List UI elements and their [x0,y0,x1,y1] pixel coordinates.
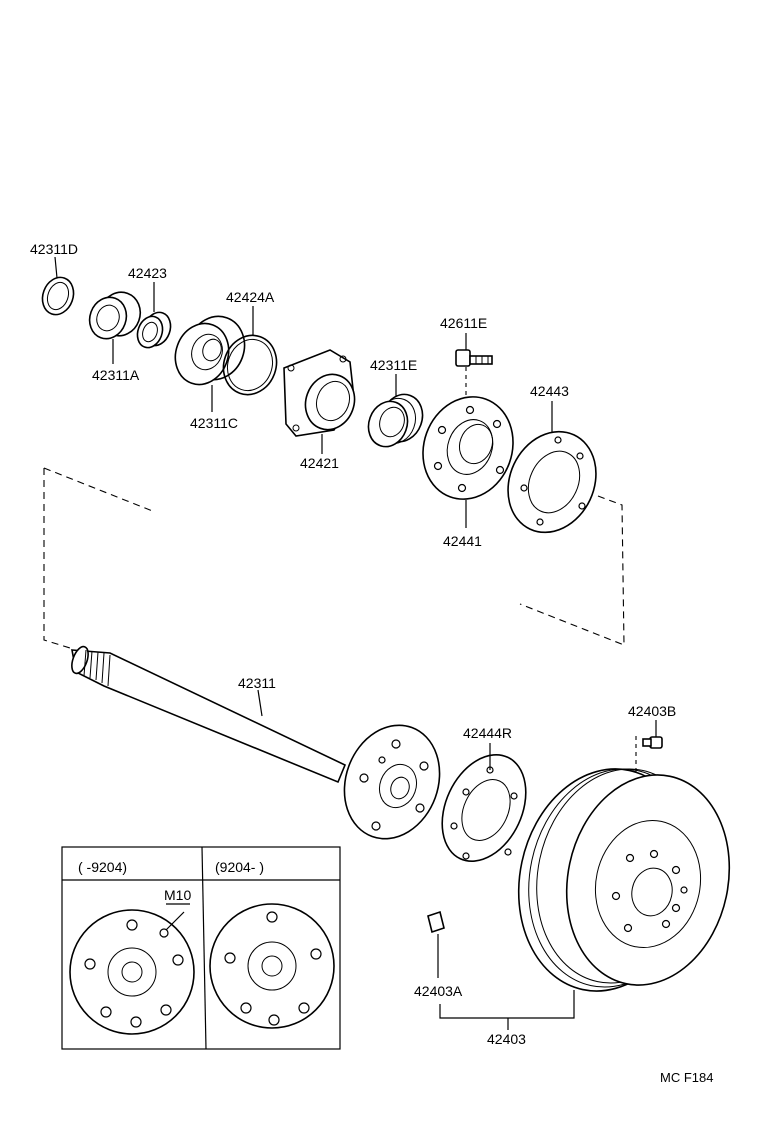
gasket-42443 [507,401,597,534]
bolt-42611E [455,333,493,398]
o-ring-42424A [222,306,278,396]
label-42441: 42441 [443,533,482,549]
brake-drum-42403 [517,768,731,992]
label-42443: 42443 [530,383,569,399]
assembly-dashed-frame [43,467,625,649]
label-42424A: 42424A [226,289,275,305]
gasket-42444R [441,743,527,863]
label-42311: 42311 [238,675,276,691]
label-42611E: 42611E [440,315,487,331]
variant-inset-table [61,846,341,1050]
label-42423: 42423 [128,265,167,281]
label-42444R: 42444R [463,725,512,741]
label-42311C: 42311C [190,415,238,431]
label-42311E: 42311E [370,357,417,373]
snap-ring-42311D [41,256,75,316]
label-42311D: 42311D [30,241,78,257]
axle-shaft-42311 [71,645,441,840]
spacer-42423 [136,282,172,349]
retainer-42311A [88,291,142,364]
bearing-housing-42421 [283,349,356,454]
inset-left-header: ( -9204) [78,859,127,875]
oil-seal-42311E [367,374,424,448]
inset-right-header: (9204- ) [215,859,264,875]
label-42421: 42421 [300,455,339,471]
label-42403: 42403 [487,1031,526,1047]
clip-42403A [427,910,445,978]
bearing-42311C [174,315,246,412]
label-42311A: 42311A [92,367,140,383]
retainer-plate-42441 [422,396,514,528]
label-42403A: 42403A [414,983,463,999]
figure-code: MC F184 [660,1070,713,1085]
bracket-42403 [439,990,575,1019]
label-m10: M10 [164,887,191,903]
label-42403B: 42403B [628,703,676,719]
